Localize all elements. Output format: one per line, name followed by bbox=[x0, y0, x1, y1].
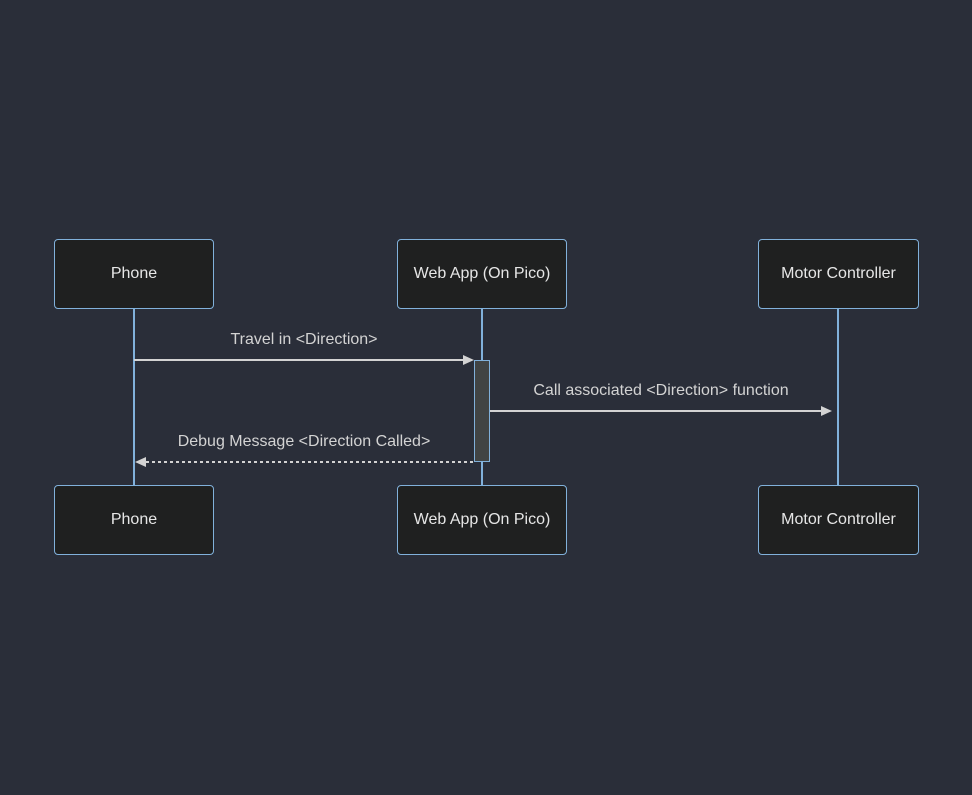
message-line-travel bbox=[134, 359, 464, 361]
actor-label-web-app: Web App (On Pico) bbox=[413, 265, 551, 282]
actor-web-app-bottom: Web App (On Pico) bbox=[397, 485, 567, 555]
message-label-debug: Debug Message <Direction Called> bbox=[177, 433, 431, 450]
actor-label-motor-controller: Motor Controller bbox=[781, 511, 896, 528]
actor-motor-controller-bottom: Motor Controller bbox=[758, 485, 919, 555]
arrowhead-right-icon bbox=[463, 355, 474, 365]
message-label-call-function: Call associated <Direction> function bbox=[533, 382, 789, 399]
actor-motor-controller-top: Motor Controller bbox=[758, 239, 919, 309]
actor-web-app-top: Web App (On Pico) bbox=[397, 239, 567, 309]
lifeline-motor-controller bbox=[837, 309, 839, 485]
actor-label-phone: Phone bbox=[110, 511, 158, 528]
arrowhead-right-icon bbox=[821, 406, 832, 416]
actor-label-motor-controller: Motor Controller bbox=[781, 265, 896, 282]
message-line-call-function bbox=[490, 410, 822, 412]
message-line-debug bbox=[146, 461, 474, 463]
actor-phone-bottom: Phone bbox=[54, 485, 214, 555]
message-label-travel: Travel in <Direction> bbox=[230, 331, 378, 348]
lifeline-phone bbox=[133, 309, 135, 485]
actor-label-web-app: Web App (On Pico) bbox=[413, 511, 551, 528]
arrowhead-left-icon bbox=[135, 457, 146, 467]
actor-label-phone: Phone bbox=[110, 265, 158, 282]
actor-phone-top: Phone bbox=[54, 239, 214, 309]
activation-bar-web-app bbox=[474, 360, 490, 462]
